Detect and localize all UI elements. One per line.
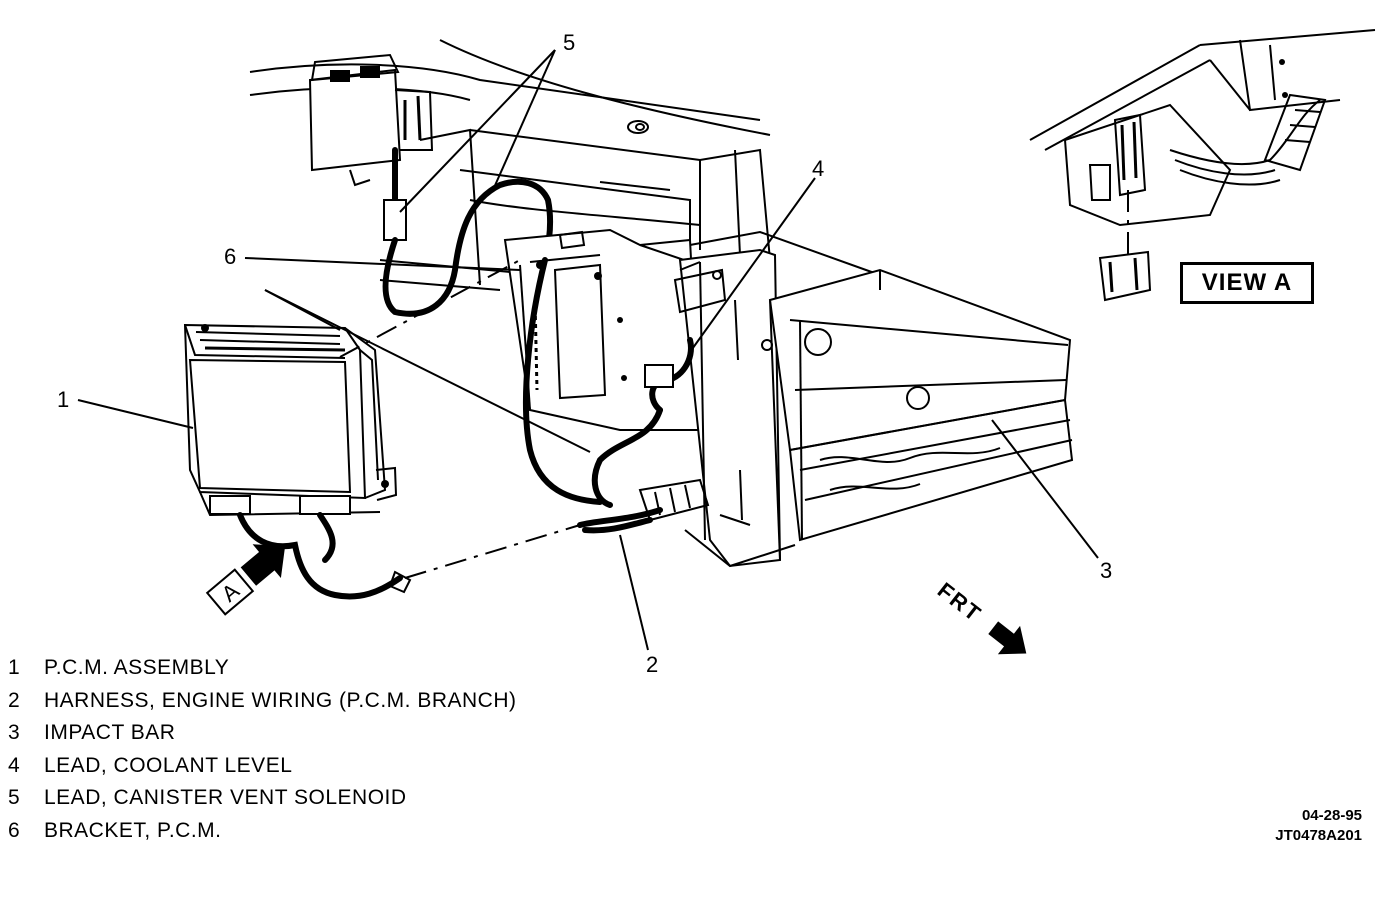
legend-text: IMPACT BAR — [44, 721, 176, 744]
legend-item: 3 IMPACT BAR — [8, 717, 517, 750]
legend-number: 6 — [8, 818, 21, 842]
legend-text: HARNESS, ENGINE WIRING (P.C.M. BRANCH) — [44, 688, 517, 712]
legend-item: 2 HARNESS, ENGINE WIRING (P.C.M. BRANCH) — [8, 685, 517, 718]
callout-6: 6 — [224, 244, 236, 269]
lead-coolant-level — [644, 268, 727, 413]
impact-bar — [768, 268, 1074, 561]
stamp-date: 04-28-95 — [1301, 807, 1362, 824]
view-a-label: VIEW A — [1180, 262, 1314, 304]
legend-number: 1 — [8, 656, 21, 679]
legend-item: 6 BRACKET, P.C.M. — [8, 815, 517, 848]
legend-item: 4 LEAD, COOLANT LEVEL — [8, 750, 517, 783]
legend-text: LEAD, COOLANT LEVEL — [44, 753, 293, 777]
front-arrow-label: FRT — [933, 577, 987, 627]
callout-5: 5 — [563, 30, 575, 55]
drawing-stamp: 04-28-95 JT0478A201 — [1275, 806, 1362, 846]
legend-text: P.C.M. ASSEMBLY — [44, 656, 230, 679]
stamp-code: JT0478A201 — [1275, 827, 1362, 844]
lead-canister-vent-solenoid — [382, 147, 554, 317]
legend-text: LEAD, CANISTER VENT SOLENOID — [44, 786, 407, 809]
view-a-detail — [1029, 29, 1376, 302]
legend-item: 5 LEAD, CANISTER VENT SOLENOID — [8, 782, 517, 815]
view-a-marker: A — [205, 544, 286, 616]
leader-lines — [77, 49, 1099, 651]
body-structure — [249, 39, 771, 291]
callout-2: 2 — [646, 652, 658, 677]
callout-4: 4 — [812, 156, 824, 181]
canister-vent-solenoid — [308, 53, 434, 187]
legend-number: 2 — [8, 688, 21, 712]
legend-text: BRACKET, P.C.M. — [44, 818, 222, 842]
pcm-assembly — [183, 323, 398, 517]
callout-1: 1 — [57, 387, 69, 412]
front-arrow: FRT — [933, 577, 1027, 655]
legend-item: 1 P.C.M. ASSEMBLY — [8, 652, 517, 685]
alignment-lines — [339, 259, 581, 579]
callout-numbers: 1 2 3 4 5 6 — [57, 30, 1112, 677]
parts-legend: 1 P.C.M. ASSEMBLY 2 HARNESS, ENGINE WIRI… — [8, 652, 517, 847]
callout-3: 3 — [1100, 558, 1112, 583]
legend-number: 3 — [8, 721, 21, 744]
legend-number: 4 — [8, 753, 21, 777]
legend-number: 5 — [8, 786, 21, 809]
harness-engine-wiring — [522, 257, 710, 534]
